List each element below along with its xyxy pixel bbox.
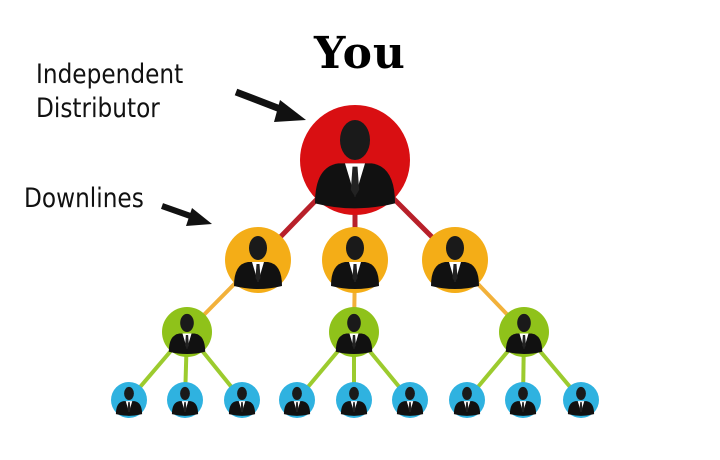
level-3-node [563,382,599,418]
level-1-node [225,227,291,293]
level-1-node [422,227,488,293]
level-2-node [499,307,549,357]
person-icon [228,386,256,416]
person-icon [283,386,311,416]
arrow-to-you [234,88,306,122]
independent-distributor-label: Independent Distributor [36,58,183,126]
you-node [300,105,410,215]
person-icon [234,236,282,289]
level-2-node [329,307,379,357]
person-icon [340,386,368,416]
person-icon [335,313,373,354]
person-icon [396,386,424,416]
level-3-node [449,382,485,418]
downlines-label: Downlines [24,183,144,214]
person-icon [168,313,206,354]
person-icon [115,386,143,416]
person-icon [331,236,379,289]
you-title: You [314,28,406,79]
person-icon [431,236,479,289]
level-1-node [322,227,388,293]
person-icon [315,120,395,209]
arrows [161,88,306,226]
person-icon [567,386,595,416]
level-3-node [224,382,260,418]
level-3-node [392,382,428,418]
level-3-node [279,382,315,418]
level-2-node [162,307,212,357]
arrow-to-downlines [161,203,212,226]
label-line-1: Independent [36,59,184,90]
label-line-2: Distributor [36,93,160,124]
level-3-node [167,382,203,418]
person-icon [171,386,199,416]
level-3-node [505,382,541,418]
person-icon [453,386,481,416]
person-icon [509,386,537,416]
person-icon [505,313,543,354]
level-3-node [111,382,147,418]
level-3-node [336,382,372,418]
